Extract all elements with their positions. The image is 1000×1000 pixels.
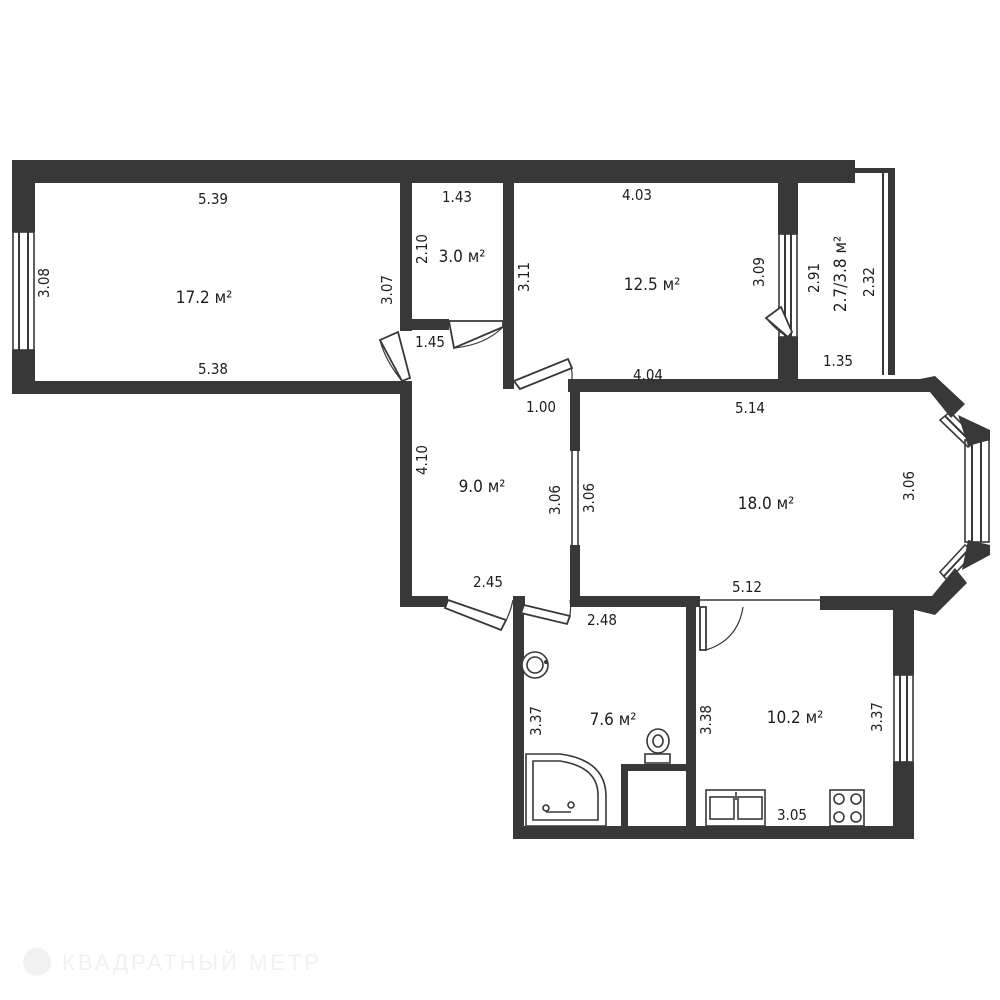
wall-storage-bottom <box>412 319 449 330</box>
door-storage <box>447 320 504 350</box>
living-main-dim-bottom: 5.12 <box>732 578 762 596</box>
wall-bathroom-kitchen <box>686 600 696 839</box>
watermark-logo-icon <box>23 948 51 976</box>
living-left-dim-bottom: 5.38 <box>198 360 228 378</box>
bedroom-area: 12.5 м² <box>624 275 681 295</box>
living-main-dim-top: 5.14 <box>735 399 765 417</box>
door-balcony <box>764 305 794 339</box>
hall-dim-right: 3.06 <box>546 485 564 515</box>
living-main-dim-right: 3.06 <box>900 471 918 501</box>
hall-area: 9.0 м² <box>459 477 506 497</box>
bedroom-dim-bottom: 4.04 <box>633 366 663 384</box>
labels-balcony: 2.91 2.7/3.8 м² 2.32 1.35 <box>805 236 878 370</box>
shower-tray <box>525 753 607 827</box>
storage-dim-side: 2.10 <box>413 234 431 264</box>
kitchen-dim-right: 3.37 <box>868 702 886 732</box>
wall-balcony-right <box>888 168 895 375</box>
wall-bedroom-balcony-lower <box>778 337 798 389</box>
wall-living-bottom-left <box>570 596 700 607</box>
window-living-left <box>12 231 35 351</box>
balcony-dim-left: 2.91 <box>805 263 823 293</box>
window-kitchen <box>893 674 914 763</box>
living-left-dim-top: 5.39 <box>198 190 228 208</box>
living-left-dim-left: 3.08 <box>35 268 53 298</box>
wall-storage-bedroom <box>503 183 514 389</box>
wall-bay-lower-right <box>962 540 990 570</box>
bedroom-dim-top: 4.03 <box>622 186 652 204</box>
wall-hall-living-lower <box>570 545 580 607</box>
wall-left-upper <box>12 160 35 232</box>
labels-storage: 1.43 2.10 3.0 м² 1.45 <box>413 188 485 351</box>
wall-bathroom-top <box>513 596 525 607</box>
wall-top <box>12 160 855 183</box>
sink-bathroom <box>521 651 549 679</box>
kitchen-sink <box>705 789 766 827</box>
wall-bay-bottom <box>915 568 967 615</box>
living-main-dim-left: 3.06 <box>580 483 598 513</box>
wall-bedroom-balcony-upper <box>778 180 798 234</box>
wall-living-left-storage <box>400 183 412 331</box>
labels-living-main: 5.14 3.06 18.0 м² 3.06 5.12 <box>580 399 918 596</box>
door-hall-bottom <box>443 598 514 632</box>
balcony-dim-right: 2.32 <box>860 267 878 297</box>
bedroom-dim-right: 3.09 <box>750 257 768 287</box>
wall-hall-living-upper <box>570 391 580 451</box>
door-bedroom <box>512 357 574 391</box>
wall-top-balcony <box>855 168 895 173</box>
wall-hall-bottom <box>400 596 448 607</box>
walls <box>12 160 990 839</box>
bathroom-dim-left: 3.37 <box>527 706 545 736</box>
hall-dim-bottom: 2.45 <box>473 573 503 591</box>
watermark-text: КВАДРАТНЫЙ МЕТР <box>62 950 322 975</box>
hall-dim-left: 4.10 <box>413 445 431 475</box>
bathroom-area: 7.6 м² <box>590 710 637 730</box>
window-bay <box>938 410 990 583</box>
labels-bedroom: 4.03 3.11 3.09 12.5 м² 4.04 <box>515 186 768 384</box>
kitchen-dim-left: 3.38 <box>697 705 715 735</box>
wall-living-left-bottom <box>12 381 412 394</box>
windows <box>12 173 990 763</box>
wall-bathroom-left <box>513 600 524 839</box>
bathroom-dim-top: 2.48 <box>587 611 617 629</box>
living-main-area: 18.0 м² <box>738 494 795 514</box>
door-kitchen <box>699 606 744 651</box>
balcony-dim-bottom: 1.35 <box>823 352 853 370</box>
fixtures <box>521 651 865 828</box>
hall-dim-top: 1.00 <box>526 398 556 416</box>
wall-bedroom-bottom <box>568 379 930 392</box>
wall-bay-top <box>920 376 965 418</box>
watermark: КВАДРАТНЫЙ МЕТР <box>23 948 322 976</box>
door-bathroom <box>519 599 572 626</box>
labels-living-left: 5.39 5.38 3.08 3.07 17.2 м² <box>35 190 396 378</box>
labels-bathroom: 2.48 3.37 7.6 м² <box>527 611 636 736</box>
kitchen-area: 10.2 м² <box>767 708 824 728</box>
storage-dim-top: 1.43 <box>442 188 472 206</box>
wall-hall-left <box>400 383 412 607</box>
door-living-left <box>378 330 412 383</box>
bedroom-dim-left: 3.11 <box>515 262 533 292</box>
toilet <box>644 728 671 764</box>
living-left-dim-right: 3.07 <box>378 275 396 305</box>
kitchen-dim-bottom: 3.05 <box>777 806 807 824</box>
wall-living-bottom-right <box>820 596 932 610</box>
niche-bathroom <box>621 764 686 828</box>
stove <box>829 789 865 827</box>
wall-kitchen-right-upper <box>893 605 914 675</box>
storage-area: 3.0 м² <box>439 247 486 267</box>
doors <box>378 305 794 651</box>
wall-kitchen-right-lower <box>893 762 914 839</box>
opening-hall-living <box>571 451 579 545</box>
labels-hall: 1.00 4.10 9.0 м² 3.06 2.45 <box>413 398 564 591</box>
living-left-area: 17.2 м² <box>176 288 233 308</box>
wall-bottom-service <box>513 826 914 839</box>
storage-dim-bottom: 1.45 <box>415 333 445 351</box>
balcony-area: 2.7/3.8 м² <box>831 236 851 312</box>
labels-kitchen: 3.38 10.2 м² 3.37 3.05 <box>697 702 886 824</box>
